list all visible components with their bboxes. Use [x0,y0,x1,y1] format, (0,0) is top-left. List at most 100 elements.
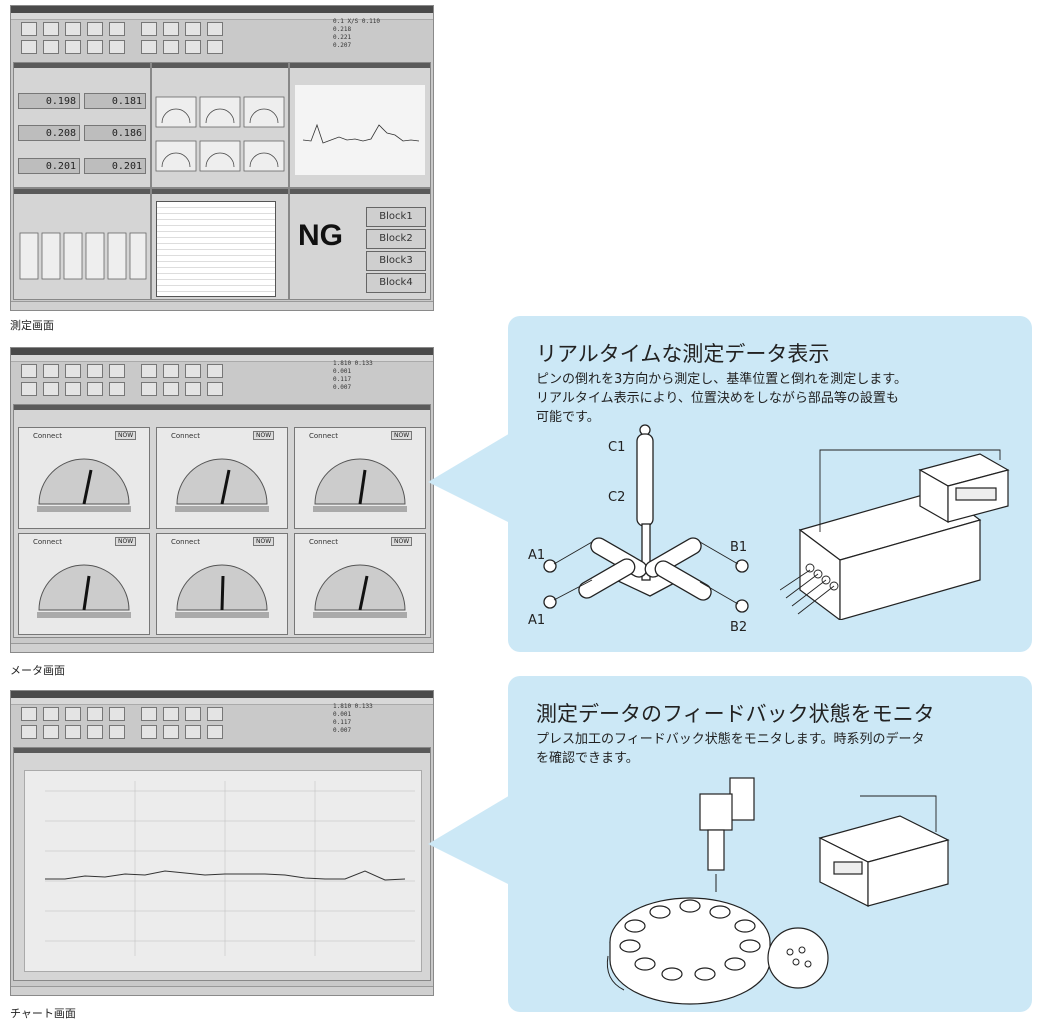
now-button[interactable]: NOW [391,431,413,440]
camera-icon[interactable] [109,382,125,396]
trend-chart [24,770,422,972]
block-button[interactable]: Block3 [366,251,426,271]
gauge-dial [313,564,407,618]
window-icon[interactable] [185,725,201,739]
save-icon[interactable] [43,364,59,378]
readout-line: 0.218 [333,26,352,33]
label-b2: B2 [730,620,748,635]
layout-icon[interactable] [163,707,179,721]
window-icon[interactable] [163,382,179,396]
window-icon[interactable] [207,40,223,54]
stop-icon[interactable] [21,40,37,54]
stop-icon[interactable] [21,725,37,739]
layout-icon[interactable] [185,707,201,721]
record-icon[interactable] [43,382,59,396]
label-b1: B1 [730,540,748,555]
block-button[interactable]: Block1 [366,207,426,227]
save-icon[interactable] [43,22,59,36]
redo-icon[interactable] [87,22,103,36]
search-icon[interactable] [87,40,103,54]
scissors-icon[interactable] [109,22,125,36]
gauge-card: Connect NOW [294,427,426,529]
now-button[interactable]: NOW [253,537,275,546]
window-icon[interactable] [141,40,157,54]
value-display: 0.201 [18,158,80,174]
now-button[interactable]: NOW [115,537,137,546]
undo-icon[interactable] [65,707,81,721]
gauge-title: Connect [171,432,200,440]
layout-icon[interactable] [185,22,201,36]
layout-icon[interactable] [207,22,223,36]
window-icon[interactable] [185,382,201,396]
data-table-panel [151,188,289,300]
layout-icon[interactable] [207,707,223,721]
scissors-icon[interactable] [109,364,125,378]
value-display: 0.198 [18,93,80,109]
readout-line: 0.117 [333,376,352,383]
menu-bar[interactable] [11,698,433,705]
chart-panel [13,747,431,981]
bubble-pointer [428,432,512,524]
layout-icon[interactable] [185,364,201,378]
trend-chart [295,85,425,175]
window-icon[interactable] [207,725,223,739]
window-icon[interactable] [185,40,201,54]
power-icon[interactable] [21,707,37,721]
bar-meters [19,232,147,280]
window-icon[interactable] [141,725,157,739]
scissors-icon[interactable] [109,707,125,721]
power-icon[interactable] [21,364,37,378]
now-button[interactable]: NOW [391,537,413,546]
camera-icon[interactable] [109,40,125,54]
chart-screen: 1.810 0.133 0.001 0.117 0.007 [10,690,434,996]
value-display: 0.181 [84,93,146,109]
gauge-title: Connect [33,432,62,440]
dot-icon[interactable] [65,725,81,739]
window-icon[interactable] [207,382,223,396]
undo-icon[interactable] [65,364,81,378]
gauge-card: Connect NOW [18,533,150,635]
menu-bar[interactable] [11,13,433,20]
label-c1: C1 [608,440,626,455]
dot-icon[interactable] [65,382,81,396]
window-titlebar [11,6,433,13]
layout-icon[interactable] [163,22,179,36]
block-button[interactable]: Block2 [366,229,426,249]
window-icon[interactable] [141,382,157,396]
block-button[interactable]: Block4 [366,273,426,293]
layout-icon[interactable] [207,364,223,378]
window-icon[interactable] [163,40,179,54]
layout-icon[interactable] [141,22,157,36]
bubble-text-line: ピンの倒れを3方向から測定し、基準位置と倒れを測定します。 [536,372,907,387]
readout-line: 0.1 X/S 0.110 [333,18,380,25]
layout-icon[interactable] [141,364,157,378]
power-icon[interactable] [21,22,37,36]
meter-panel: Connect NOW Connect NOW Connect NOW [13,404,431,638]
search-icon[interactable] [87,382,103,396]
record-icon[interactable] [43,725,59,739]
readout-line: 0.001 [333,368,352,375]
redo-icon[interactable] [87,364,103,378]
layout-icon[interactable] [141,707,157,721]
undo-icon[interactable] [65,22,81,36]
status-bar [11,301,433,310]
readout-line: 0.207 [333,42,352,49]
judge-panel: NG Block1 Block2 Block3 Block4 [289,188,431,300]
bubble-text-line: プレス加工のフィードバック状態をモニタします。時系列のデータ [536,732,925,747]
stop-icon[interactable] [21,382,37,396]
layout-icon[interactable] [163,364,179,378]
now-button[interactable]: NOW [115,431,137,440]
readout-line: 0.117 [333,719,352,726]
pin-fixture-illustration [543,424,749,613]
readout-line: 0.221 [333,34,352,41]
dot-icon[interactable] [65,40,81,54]
value-display: 0.208 [18,125,80,141]
save-icon[interactable] [43,707,59,721]
camera-icon[interactable] [109,725,125,739]
redo-icon[interactable] [87,707,103,721]
search-icon[interactable] [87,725,103,739]
menu-bar[interactable] [11,355,433,362]
now-button[interactable]: NOW [253,431,275,440]
record-icon[interactable] [43,40,59,54]
window-icon[interactable] [163,725,179,739]
